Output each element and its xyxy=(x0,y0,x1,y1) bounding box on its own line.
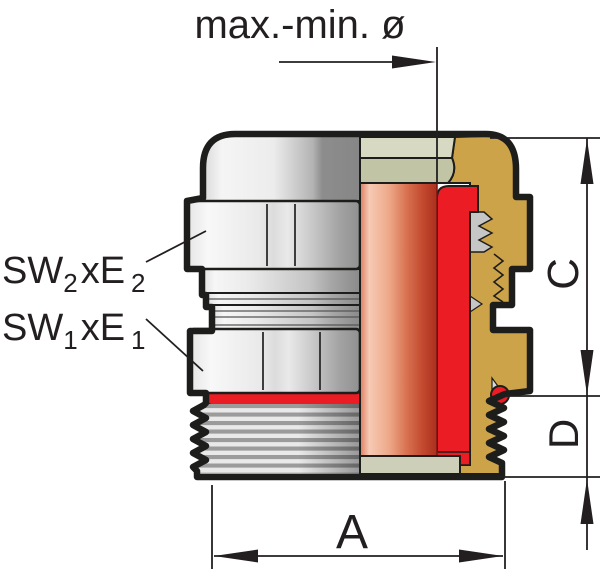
collar-under-cap xyxy=(201,268,361,294)
dome-cap xyxy=(202,135,361,202)
leader-sw2 xyxy=(145,230,207,263)
arrowhead-left-a xyxy=(214,549,258,563)
internal-thread-zigzag xyxy=(492,253,505,303)
dimension-a xyxy=(211,481,506,569)
bottom-washer xyxy=(359,455,461,475)
dimension-annotations xyxy=(145,47,600,569)
top-washer-light xyxy=(359,136,457,159)
hex-nut-sw1 xyxy=(188,327,362,395)
arrowhead-up-c xyxy=(580,139,594,184)
arrowhead-right xyxy=(392,55,436,69)
label-dim-c: C xyxy=(539,258,588,290)
external-thread-section xyxy=(193,404,360,474)
hex-sw1-facet-lines xyxy=(262,332,321,390)
dimension-c-d xyxy=(490,137,600,550)
arrowhead-up-d xyxy=(580,479,594,524)
label-dim-a: A xyxy=(336,506,368,559)
gland-right-cross-section xyxy=(359,134,531,475)
label-max-min: max.-min. ø xyxy=(194,3,405,47)
gland-left-external-view xyxy=(185,135,473,474)
arrowhead-down-c xyxy=(580,350,594,395)
body-outline xyxy=(183,130,534,481)
thread-teeth-insert xyxy=(469,211,494,253)
hex-nut-sw2 xyxy=(185,199,362,271)
neck-ribbed xyxy=(211,304,361,332)
leader-sw1 xyxy=(145,318,204,372)
neck-rib-lines xyxy=(208,298,360,326)
label-dim-d: D xyxy=(540,419,587,449)
arrowhead-right-a xyxy=(459,549,503,563)
hex-sw2-facet-lines xyxy=(266,204,296,266)
cable-seal-cylinder xyxy=(359,181,438,457)
top-washer-dark xyxy=(359,157,456,184)
dimension-max-min xyxy=(279,47,438,184)
